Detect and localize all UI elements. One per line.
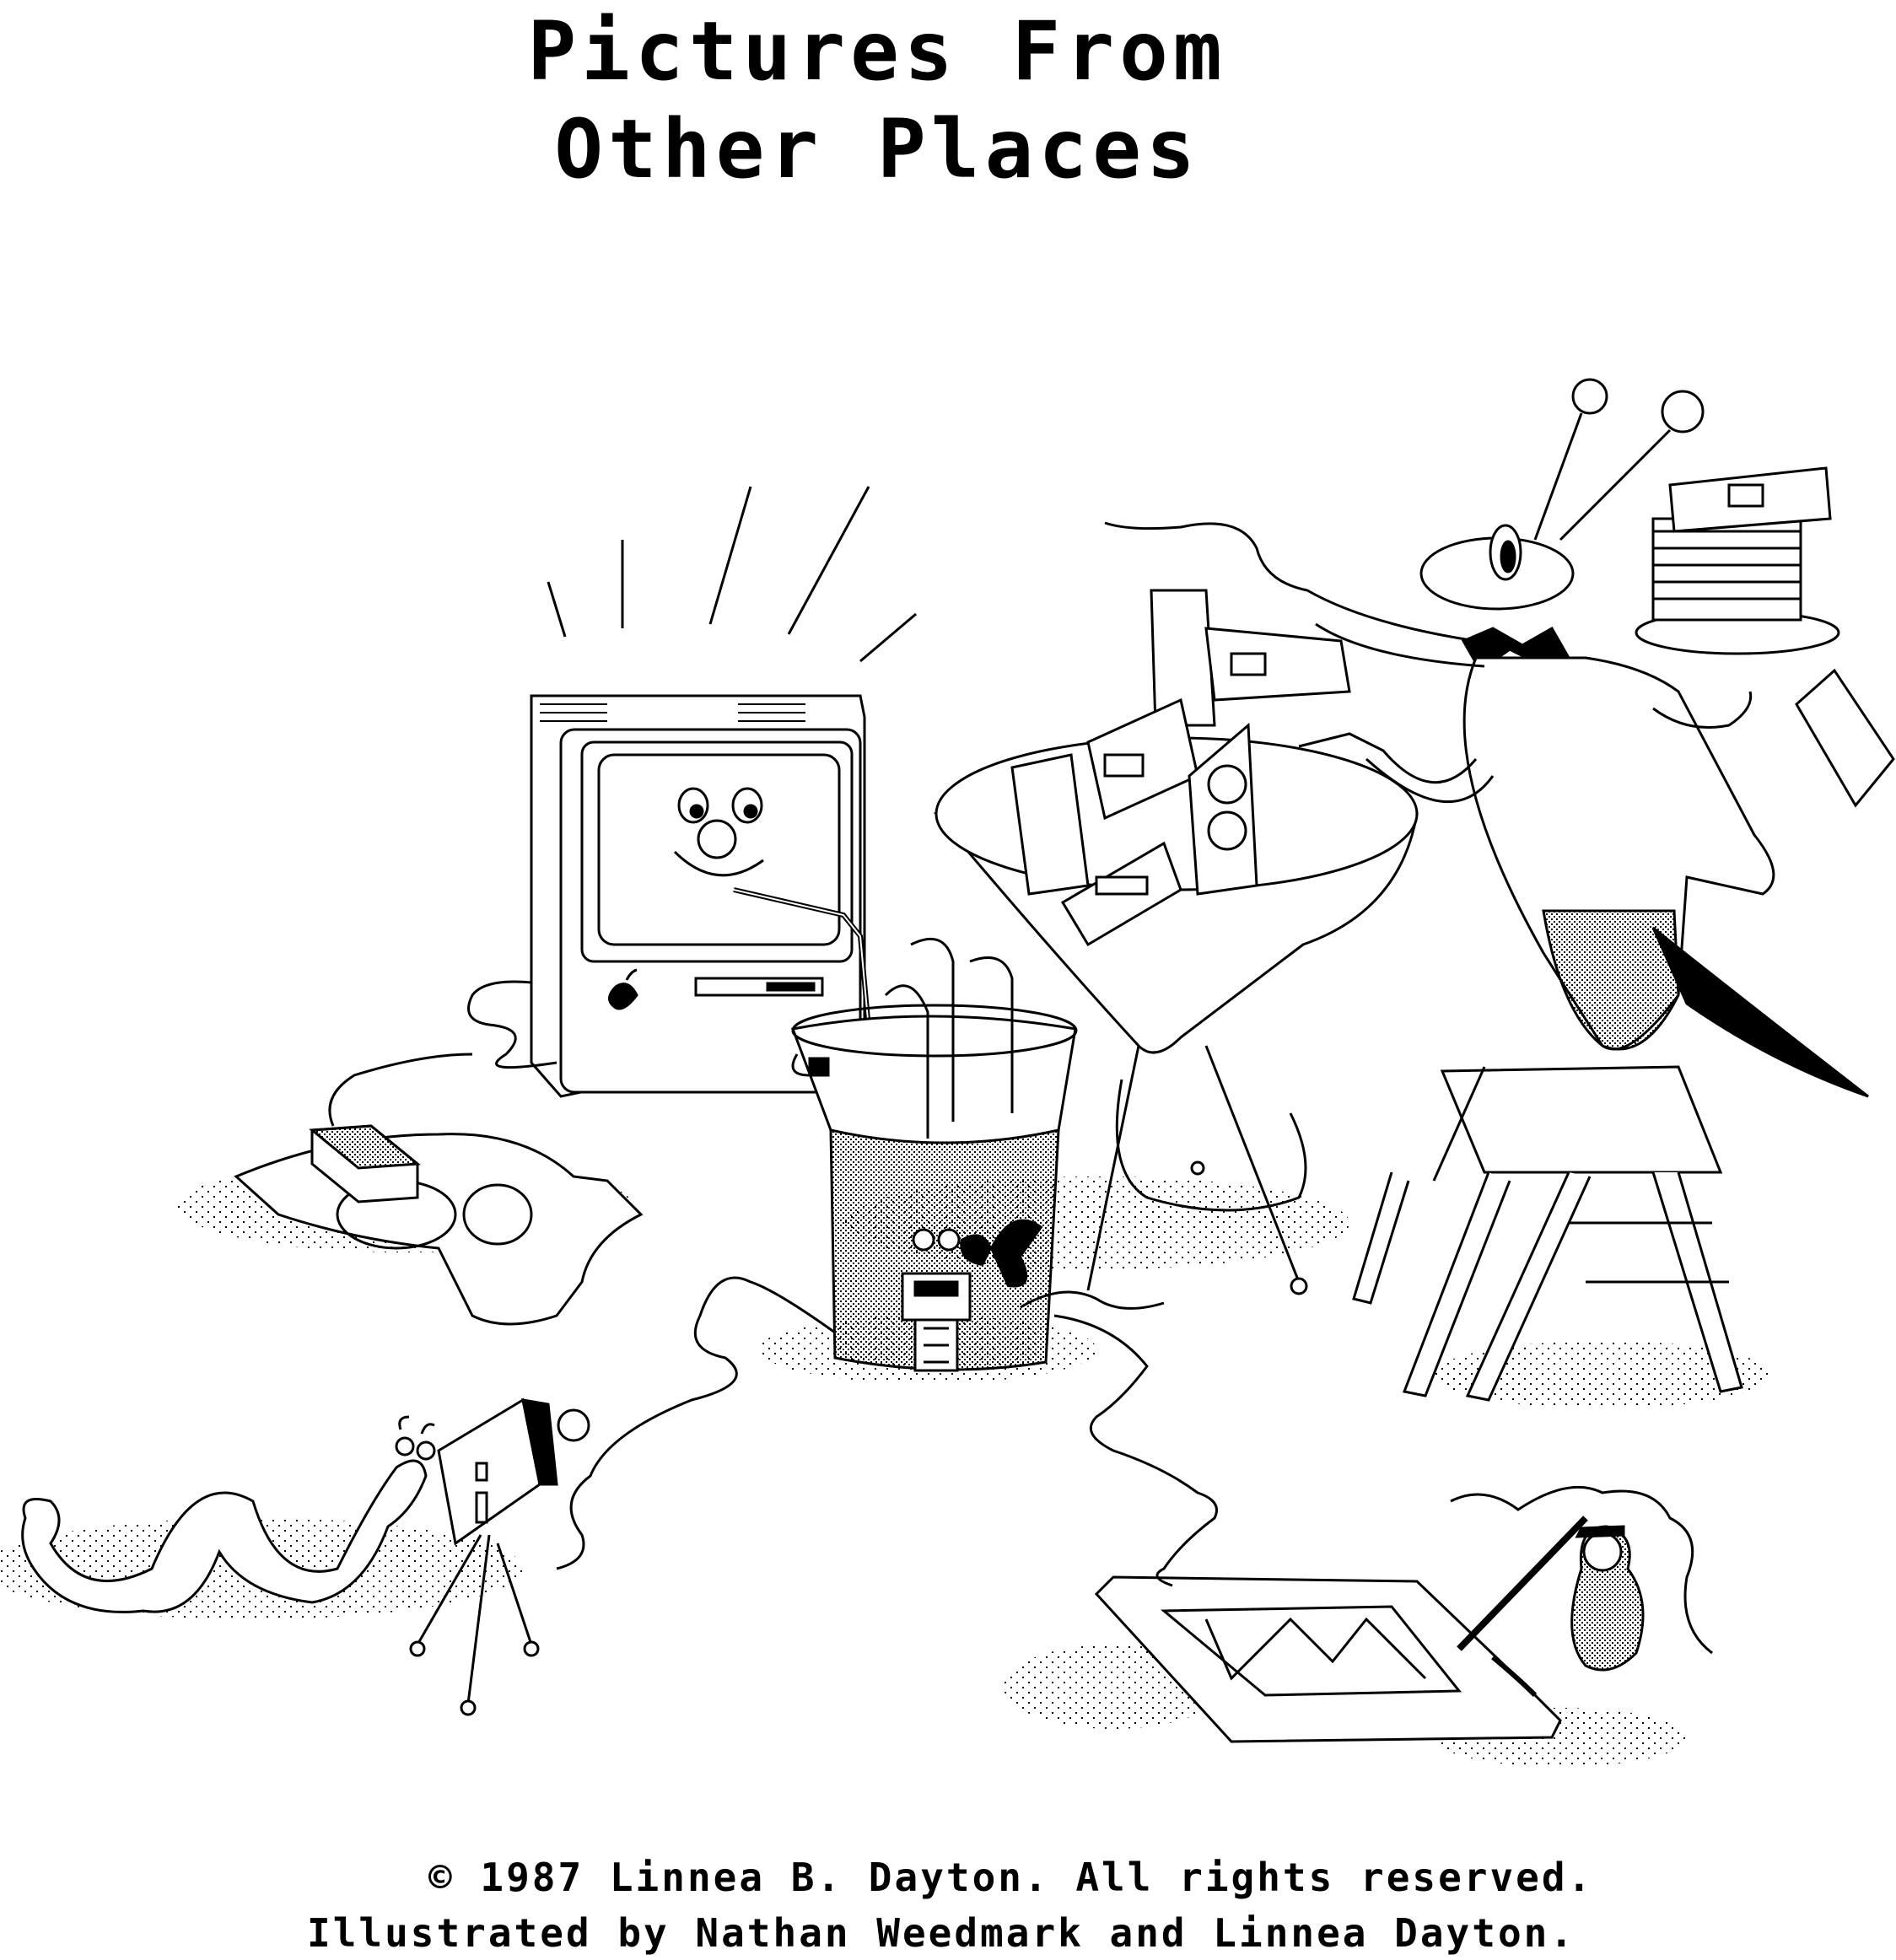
bug-artist-icon (1450, 1485, 1713, 1698)
caterpillar-icon (21, 1415, 436, 1613)
radiance-lines (547, 486, 917, 663)
connecting-cables (556, 1276, 1218, 1587)
illustration (0, 378, 1895, 1767)
floppy-disks-icon (1010, 589, 1351, 947)
illustrator-credit: Illustrated by Nathan Weedmark and Linne… (307, 1910, 1576, 1956)
title-line-2: Other Places (554, 102, 1200, 197)
drawing-tablet-icon (1094, 1575, 1562, 1743)
copyright-notice: © 1987 Linnea B. Dayton. All rights rese… (428, 1855, 1594, 1900)
title-line-1: Pictures From (527, 4, 1227, 99)
robot-icon (901, 1228, 972, 1372)
computer-cable (467, 980, 557, 1069)
stepladder-icon (1352, 1065, 1743, 1402)
camera-icon (409, 1397, 590, 1716)
mouse-icon (309, 1053, 473, 1203)
macintosh-computer-icon (530, 694, 866, 1098)
alien-waiter-icon (1104, 378, 1869, 1098)
disk-stack-icon (1635, 466, 1895, 808)
butterfly-icon (960, 1219, 1043, 1288)
